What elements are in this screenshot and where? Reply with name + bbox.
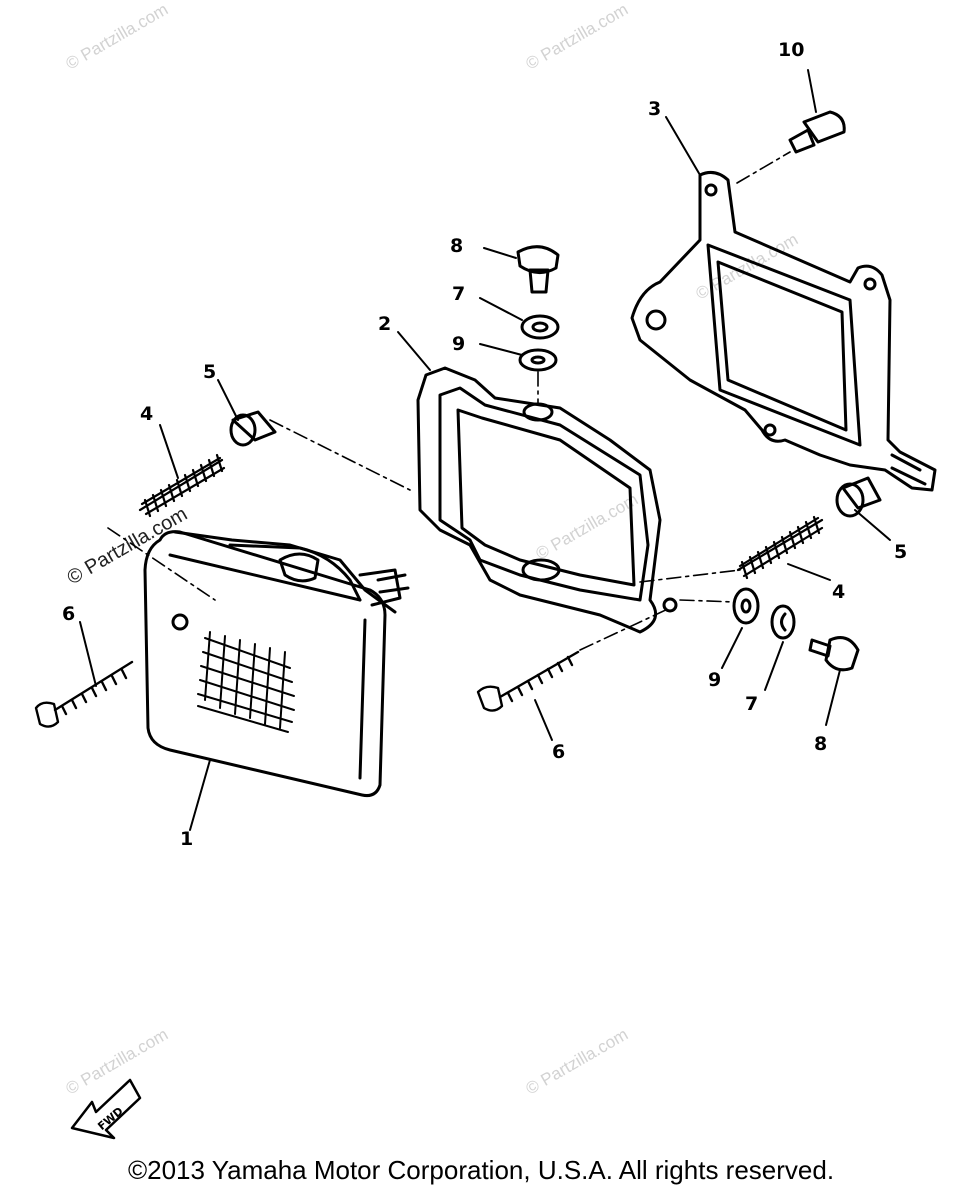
callout-1: 1 (180, 828, 193, 850)
spring-part-4-right (736, 515, 824, 580)
washer-part-9-top (518, 348, 558, 372)
bracket-part-3 (630, 170, 937, 492)
callout-6-left: 6 (62, 603, 75, 625)
callout-8-right: 8 (814, 733, 827, 755)
screw-part-8-right (808, 636, 860, 672)
screw-part-8-top (516, 245, 560, 294)
callout-6-right: 6 (552, 741, 565, 763)
watermark-top-mid: © Partzilla.com (523, 0, 632, 73)
grommet-part-5-right (835, 476, 882, 518)
screw-part-6-left (34, 660, 134, 728)
callout-5-right: 5 (894, 541, 907, 563)
watermark-bottom-left: © Partzilla.com (63, 1025, 172, 1099)
callout-5-left: 5 (203, 361, 216, 383)
watermark-top-left: © Partzilla.com (63, 0, 172, 73)
watermark-headlight: © Partzilla.com (64, 503, 192, 589)
callout-7-right: 7 (745, 693, 758, 715)
bolt-part-10 (788, 110, 846, 154)
callout-8-top: 8 (450, 235, 463, 257)
callout-4-right: 4 (832, 581, 845, 603)
callout-10: 10 (778, 39, 804, 61)
screw-part-6-right (476, 650, 580, 712)
washer-part-7-right (770, 604, 796, 640)
leader-lines (79, 69, 891, 831)
case-part-2 (416, 366, 678, 634)
headlight-part-1 (143, 530, 410, 797)
callout-7-top: 7 (452, 283, 465, 305)
spring-part-4-left (138, 453, 226, 518)
alignment-lines (107, 151, 791, 651)
washer-part-7-top (520, 314, 560, 340)
copyright-notice: ©2013 Yamaha Motor Corporation, U.S.A. A… (127, 1155, 835, 1185)
watermark-group: © Partzilla.com © Partzilla.com © Partzi… (63, 0, 802, 1098)
callout-9-top: 9 (452, 333, 465, 355)
callout-3: 3 (648, 98, 661, 120)
callout-labels: 1 2 3 4 4 5 5 6 6 7 7 8 8 9 9 10 (62, 39, 907, 850)
callout-4-left: 4 (140, 403, 153, 425)
callout-2: 2 (378, 313, 391, 335)
watermark-bottom-mid: © Partzilla.com (523, 1025, 632, 1099)
callout-9-right: 9 (708, 669, 721, 691)
washer-part-9-right (732, 587, 760, 625)
grommet-part-5-left (229, 410, 277, 447)
watermark-center: © Partzilla.com (533, 490, 642, 564)
